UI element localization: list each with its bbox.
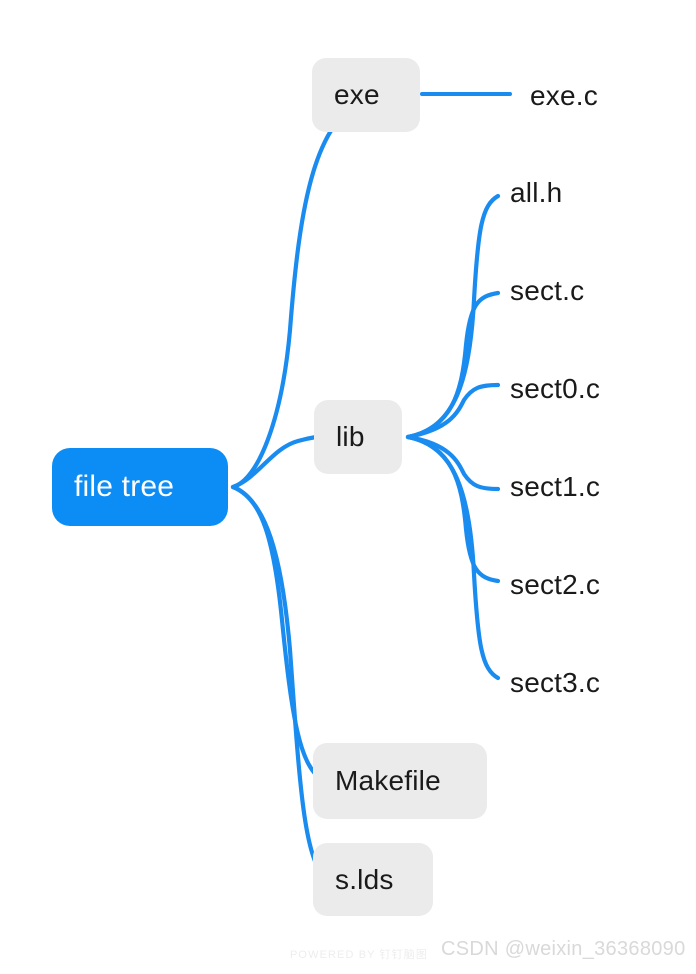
edge-lib-to-sect-c (405, 290, 501, 440)
edge-lib-to-sect0-c (405, 382, 501, 440)
node-label-slds: s.lds (335, 863, 394, 895)
edge-lib-to-sect2-c (405, 434, 501, 584)
node-sect0-c[interactable]: sect0.c (510, 367, 660, 411)
node-file-tree[interactable]: file tree (52, 448, 228, 526)
node-exe-c[interactable]: exe.c (530, 74, 650, 118)
watermark-csdn: CSDN @weixin_36368090 (441, 938, 686, 960)
node-label-sect0-c: sect0.c (510, 373, 601, 404)
node-label-sect1-c: sect1.c (510, 471, 601, 502)
watermark-dingding: POWERED BY 钉钉脑图 (290, 949, 428, 961)
edge-file-tree-to-slds (230, 484, 330, 883)
node-makefile[interactable]: Makefile (313, 743, 487, 819)
node-sect3-c[interactable]: sect3.c (510, 661, 660, 705)
node-label-lib: lib (336, 421, 365, 452)
node-slds[interactable]: s.lds (313, 843, 433, 916)
node-label-sect-c: sect.c (510, 275, 585, 306)
node-lib[interactable]: lib (314, 400, 402, 474)
node-label-makefile: Makefile (335, 765, 441, 796)
edge-lib-to-sect1-c (405, 434, 501, 492)
edge-file-tree-to-lib (230, 434, 319, 490)
node-all-h[interactable]: all.h (510, 171, 620, 215)
node-label-exe-c: exe.c (530, 80, 598, 111)
node-label-sect3-c: sect3.c (510, 667, 601, 698)
node-label-all-h: all.h (510, 177, 563, 208)
edge-lib-to-sect3-c (405, 434, 501, 681)
node-sect-c[interactable]: sect.c (510, 269, 640, 313)
node-sect2-c[interactable]: sect2.c (510, 563, 660, 607)
edge-lib-to-all-h (405, 193, 501, 440)
edge-file-tree-to-makefile (230, 484, 327, 784)
node-label-sect2-c: sect2.c (510, 569, 601, 600)
node-sect1-c[interactable]: sect1.c (510, 465, 660, 509)
node-label-exe: exe (334, 79, 380, 110)
node-exe[interactable]: exe (312, 58, 420, 132)
node-label-file-tree: file tree (74, 470, 175, 503)
